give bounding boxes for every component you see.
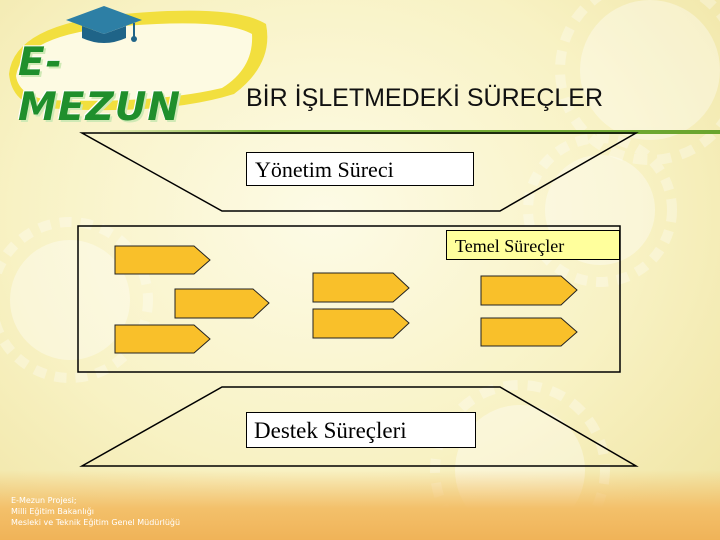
process-arrow bbox=[174, 288, 270, 319]
logo-swoosh bbox=[9, 10, 268, 111]
title-underline bbox=[110, 130, 720, 134]
footer-line: E-Mezun Projesi; bbox=[11, 496, 77, 505]
support-processes-label: Destek Süreçleri bbox=[246, 412, 476, 448]
core-processes-label: Temel Süreçler bbox=[446, 230, 620, 260]
footer-band bbox=[0, 470, 720, 540]
process-arrow bbox=[480, 317, 578, 347]
process-arrow bbox=[312, 272, 410, 303]
page-title: BİR İŞLETMEDEKİ SÜREÇLER bbox=[246, 84, 604, 112]
management-process-label: Yönetim Süreci bbox=[246, 152, 474, 186]
footer-line: Milli Eğitim Bakanlığı bbox=[11, 507, 94, 516]
core-processes-frame bbox=[77, 225, 621, 373]
logo-text: E-MEZUN bbox=[18, 40, 182, 130]
graduation-cap-icon bbox=[66, 6, 142, 43]
process-arrows bbox=[114, 245, 578, 354]
process-arrow bbox=[114, 324, 211, 354]
footer-credits: E-Mezun Projesi; Milli Eğitim Bakanlığı … bbox=[11, 495, 180, 528]
support-trapezoid bbox=[79, 386, 639, 467]
footer-line: Mesleki ve Teknik Eğitim Genel Müdürlüğü bbox=[11, 518, 181, 527]
process-arrow bbox=[480, 275, 578, 306]
process-arrow bbox=[312, 308, 410, 339]
management-trapezoid bbox=[79, 132, 639, 212]
process-arrow bbox=[114, 245, 211, 275]
e-mezun-logo: E-MEZUN bbox=[4, 4, 274, 130]
